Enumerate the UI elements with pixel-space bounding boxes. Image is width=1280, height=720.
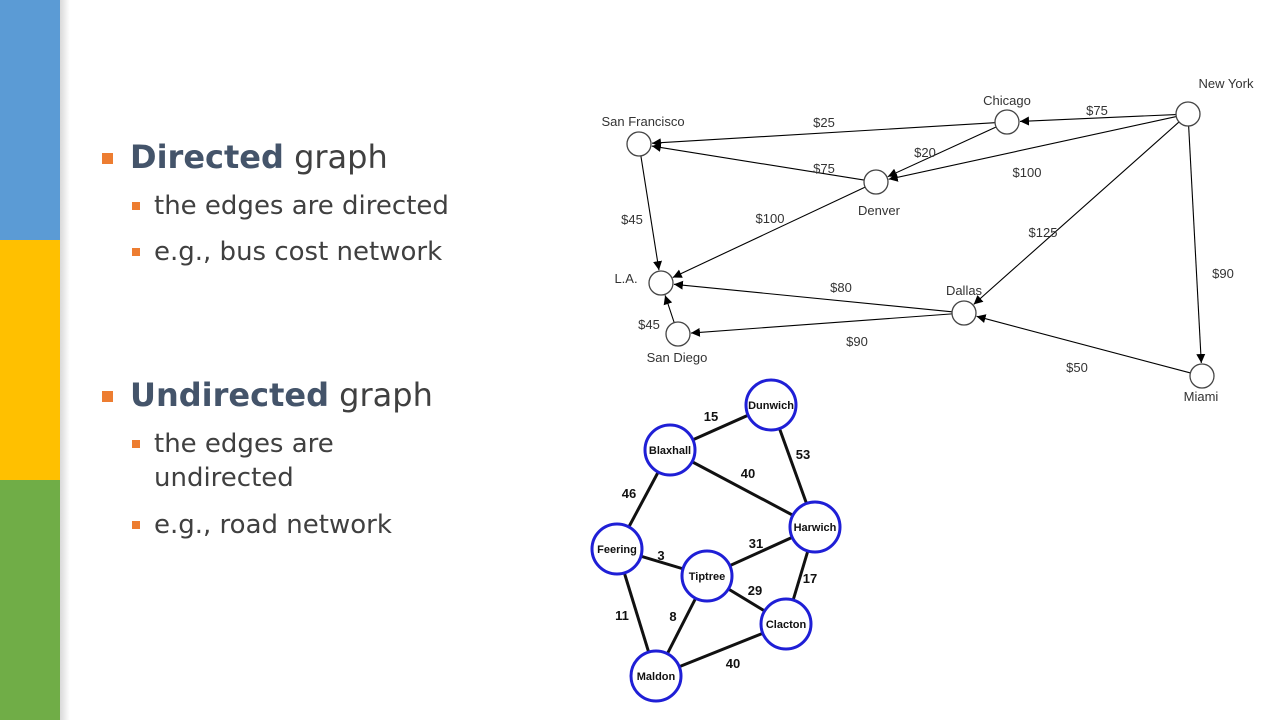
directed-node-label: San Diego bbox=[647, 350, 708, 365]
directed-edge-label: $125 bbox=[1029, 225, 1058, 240]
undirected-heading: Undirected graph bbox=[102, 376, 433, 414]
directed-edge-label: $45 bbox=[621, 212, 643, 227]
directed-edge-label: $25 bbox=[813, 115, 835, 130]
undirected-node-label: Maldon bbox=[637, 671, 676, 683]
directed-edge-chicago-to-san-francisco bbox=[651, 122, 996, 148]
directed-edge-label: $75 bbox=[1086, 103, 1108, 118]
directed-item-2: e.g., bus cost network bbox=[132, 235, 554, 269]
undirected-edge-label: 40 bbox=[726, 656, 740, 671]
directed-edge-new-york-to-dallas bbox=[973, 121, 1180, 305]
undirected-node-label: Clacton bbox=[766, 619, 807, 631]
undirected-item-2: e.g., road network bbox=[132, 508, 554, 542]
directed-node-dallas bbox=[951, 300, 977, 326]
directed-node-l-a bbox=[648, 270, 674, 296]
directed-edge-label: $75 bbox=[813, 161, 835, 176]
directed-item-1: the edges are directed bbox=[132, 189, 554, 223]
directed-edge-new-york-to-chicago bbox=[1019, 113, 1177, 126]
undirected-item-1: the edges are undirected bbox=[132, 427, 414, 495]
undirected-edge-label: 15 bbox=[704, 409, 718, 424]
undirected-node-tiptree bbox=[680, 549, 734, 603]
directed-edge-label: $100 bbox=[1013, 165, 1042, 180]
undirected-node-label: Blaxhall bbox=[649, 445, 691, 457]
directed-node-miami bbox=[1189, 363, 1215, 389]
directed-node-label: L.A. bbox=[614, 271, 637, 286]
undirected-item-2-text: e.g., road network bbox=[154, 510, 392, 540]
bullet-square bbox=[102, 153, 113, 164]
directed-item-1-text: the edges are directed bbox=[154, 191, 449, 221]
directed-node-label: New York bbox=[1199, 76, 1254, 91]
directed-edge-new-york-to-denver bbox=[888, 116, 1177, 182]
undirected-edge-label: 31 bbox=[749, 536, 763, 551]
directed-edge-label: $20 bbox=[914, 145, 936, 160]
directed-edge-label: $90 bbox=[846, 334, 868, 349]
undirected-node-clacton bbox=[759, 597, 813, 651]
directed-edge-label: $50 bbox=[1066, 360, 1088, 375]
directed-edge-label: $100 bbox=[756, 211, 785, 226]
directed-heading-rest: graph bbox=[283, 138, 388, 176]
undirected-heading-rest: graph bbox=[329, 376, 433, 414]
directed-edge-denver-to-san-francisco bbox=[651, 143, 865, 181]
undirected-node-dunwich bbox=[744, 378, 798, 432]
directed-edge-label: $80 bbox=[830, 280, 852, 295]
directed-item-2-text: e.g., bus cost network bbox=[154, 237, 443, 267]
undirected-node-blaxhall bbox=[643, 423, 697, 477]
directed-node-san-francisco bbox=[626, 131, 652, 157]
undirected-node-label: Feering bbox=[597, 544, 637, 556]
undirected-edge-label: 3 bbox=[657, 548, 664, 563]
directed-edge-dallas-to-l-a bbox=[673, 280, 953, 313]
directed-edge-miami-to-dallas bbox=[976, 314, 1191, 374]
directed-heading-bold: Directed bbox=[130, 138, 284, 176]
undirected-node-feering bbox=[590, 522, 644, 576]
directed-node-denver bbox=[863, 169, 889, 195]
undirected-node-label: Dunwich bbox=[748, 400, 794, 412]
directed-node-label: San Francisco bbox=[601, 114, 684, 129]
sub-bullet-square bbox=[132, 521, 140, 529]
directed-node-chicago bbox=[994, 109, 1020, 135]
directed-node-san-diego bbox=[665, 321, 691, 347]
undirected-edge-label: 40 bbox=[741, 466, 755, 481]
directed-node-label: Dallas bbox=[946, 283, 983, 298]
directed-edge-dallas-to-san-diego bbox=[690, 313, 953, 337]
accent-stripe-green bbox=[0, 480, 60, 720]
undirected-node-maldon bbox=[629, 649, 683, 703]
sub-bullet-square bbox=[132, 248, 140, 256]
accent-stripe-blue bbox=[0, 0, 60, 240]
accent-stripe-yellow bbox=[0, 240, 60, 480]
sub-bullet-square bbox=[132, 202, 140, 210]
directed-edge-san-diego-to-l-a bbox=[663, 295, 675, 323]
undirected-node-label: Harwich bbox=[794, 522, 837, 534]
sub-bullet-square bbox=[132, 440, 140, 448]
undirected-edge-label: 17 bbox=[803, 571, 817, 586]
directed-edge-san-francisco-to-l-a bbox=[640, 155, 663, 271]
directed-node-label: Miami bbox=[1184, 389, 1219, 404]
bullet-square bbox=[102, 391, 113, 402]
undirected-edge-label: 29 bbox=[748, 583, 762, 598]
undirected-edge-label: 8 bbox=[669, 609, 676, 624]
undirected-node-harwich bbox=[788, 500, 842, 554]
undirected-edge-label: 53 bbox=[796, 447, 810, 462]
directed-edge-label: $90 bbox=[1212, 266, 1234, 281]
undirected-node-label: Tiptree bbox=[689, 571, 725, 583]
undirected-heading-bold: Undirected bbox=[130, 376, 329, 414]
directed-edge-new-york-to-miami bbox=[1188, 125, 1206, 364]
directed-node-label: Denver bbox=[858, 203, 901, 218]
undirected-edge-blaxhall-harwich bbox=[669, 448, 816, 529]
undirected-edge-label: 11 bbox=[615, 608, 629, 623]
directed-edge-label: $45 bbox=[638, 317, 660, 332]
directed-heading: Directed graph bbox=[102, 138, 388, 176]
directed-node-label: Chicago bbox=[983, 93, 1031, 108]
directed-node-new-york bbox=[1175, 101, 1201, 127]
undirected-item-1-text: the edges are undirected bbox=[154, 429, 334, 493]
directed-edge-denver-to-l-a bbox=[672, 186, 866, 278]
undirected-edge-label: 46 bbox=[622, 486, 636, 501]
stripe-shadow bbox=[60, 0, 70, 720]
directed-edge-chicago-to-denver bbox=[887, 126, 997, 178]
